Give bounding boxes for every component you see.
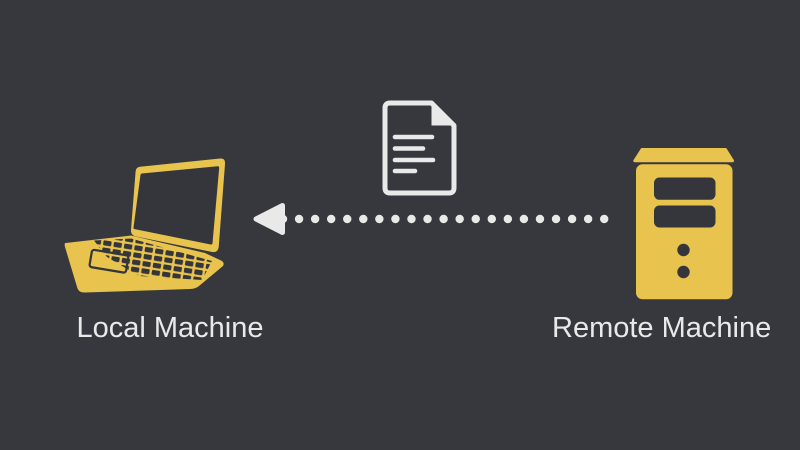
laptop-touchpad (88, 248, 130, 274)
server-lid (633, 148, 734, 163)
server-icon (633, 148, 734, 300)
document-outline (382, 100, 457, 196)
local-machine-label: Local Machine (76, 312, 264, 344)
server-led-dot-1 (677, 243, 690, 257)
remote-machine-label: Remote Machine (552, 312, 772, 344)
arrowhead-left (253, 203, 285, 235)
document-icon (382, 100, 457, 196)
server-drive-bay-2 (654, 205, 716, 228)
laptop-screen (133, 166, 220, 245)
document-fold (431, 104, 453, 126)
laptop-icon (64, 158, 226, 293)
laptop-keyboard (94, 238, 212, 280)
transfer-arrow-icon (253, 203, 610, 235)
server-led-dot-2 (677, 265, 690, 279)
document-text-lines (392, 134, 436, 174)
server-drive-bay-1 (654, 177, 716, 200)
